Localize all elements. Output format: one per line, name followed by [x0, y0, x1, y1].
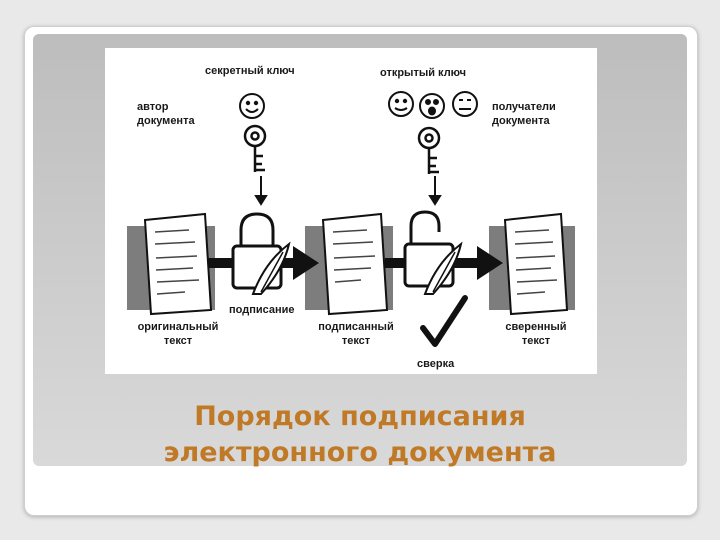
recipient-face-icon-3: [453, 92, 477, 116]
author-face-icon: [240, 94, 264, 118]
signed-text-label: подписанный текст: [311, 320, 401, 348]
recipient-face-icon-1: [389, 92, 413, 116]
checkmark-icon: [423, 298, 465, 344]
secret-key-icon: [245, 126, 265, 172]
signing-label: подписание: [229, 303, 309, 317]
recipient-face-icon-2: [420, 94, 444, 118]
slide-title-line-2: электронного документа: [60, 436, 660, 470]
verification-label: сверка: [417, 357, 477, 371]
public-key-label: открытый ключ: [380, 66, 490, 80]
original-text-label: оригинальный текст: [133, 320, 223, 348]
document-checked: [505, 214, 567, 314]
document-signed: [323, 214, 387, 314]
signature-diagram: секретный ключ открытый ключ автор докум…: [105, 48, 597, 374]
down-arrows: [256, 176, 440, 204]
author-label: автор документа: [137, 100, 207, 128]
document-original: [145, 214, 211, 314]
lock-closed-icon: [233, 214, 289, 294]
recipients-label: получатели документа: [492, 100, 572, 128]
checked-text-label: сверенный текст: [491, 320, 581, 348]
slide-title-line-1: Порядок подписания: [60, 400, 660, 434]
secret-key-label: секретный ключ: [205, 64, 315, 78]
public-key-icon: [419, 128, 439, 174]
lock-open-icon: [405, 212, 461, 294]
